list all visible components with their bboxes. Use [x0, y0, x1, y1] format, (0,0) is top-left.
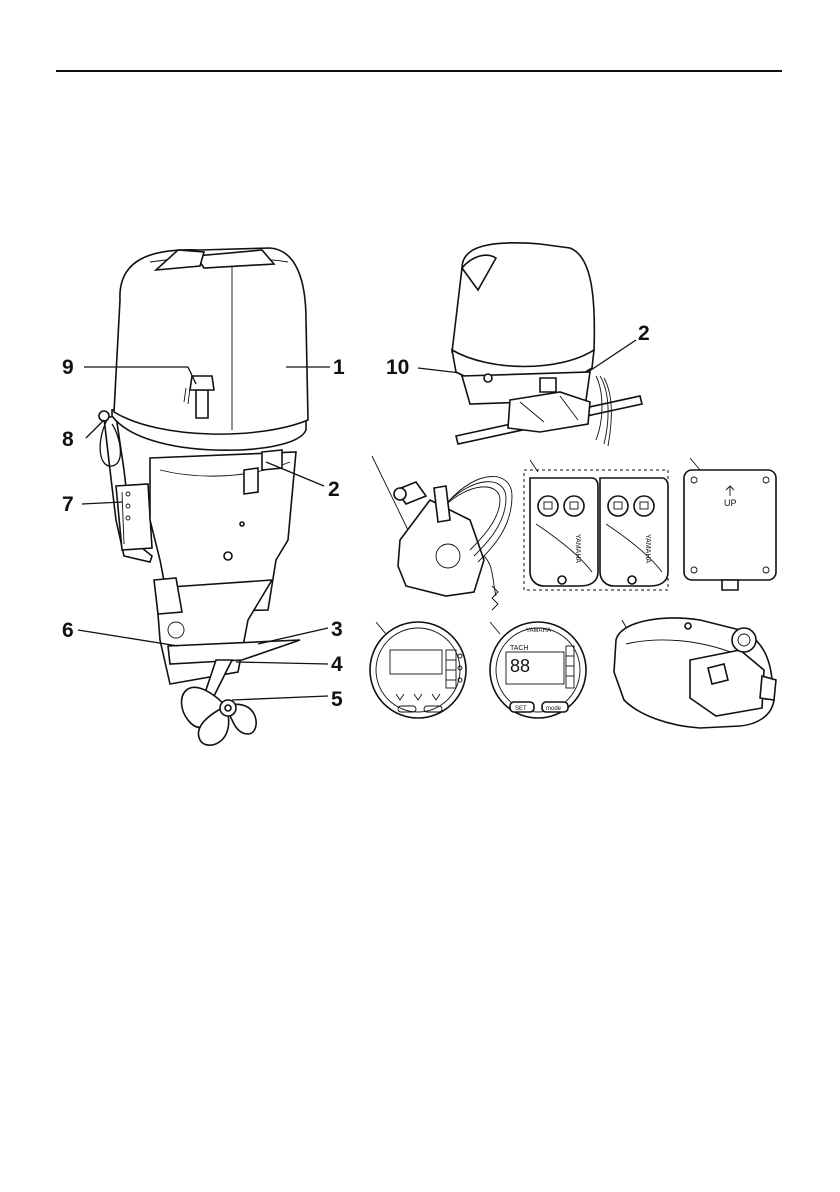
tach-digits: 88 [510, 656, 530, 676]
callout-3: 3 [331, 618, 343, 641]
callout-4: 4 [331, 653, 343, 676]
callout-7: 7 [62, 493, 74, 516]
callout-2-left: 2 [328, 478, 340, 501]
cover-plate: UP [684, 458, 776, 590]
callout-9: 9 [62, 356, 74, 379]
up-label: UP [724, 498, 737, 508]
callout-1: 1 [333, 356, 345, 379]
callout-6: 6 [62, 619, 74, 642]
fuel-tank [614, 618, 776, 728]
remote-control-box [372, 456, 512, 610]
rear-view-motor [452, 243, 642, 446]
tachometer-gauge: YAMAHA TACH 88 SET mode [490, 622, 586, 718]
brand-meter: YAMAHA [526, 628, 551, 634]
brand-switch-left: YAMAHA [574, 534, 581, 563]
brand-switch-right: YAMAHA [644, 534, 651, 563]
tach-label: TACH [510, 645, 529, 652]
trim-switch-panels: YAMAHA YAMAHA [524, 460, 668, 590]
callout-8: 8 [62, 428, 74, 451]
set-button: SET [515, 706, 527, 712]
outboard-motor-illustration [99, 248, 308, 745]
callout-5: 5 [331, 688, 343, 711]
mode-button: mode [546, 706, 562, 712]
callout-2-right: 2 [638, 322, 650, 345]
callout-10: 10 [386, 356, 409, 379]
speedometer-gauge [370, 622, 466, 718]
